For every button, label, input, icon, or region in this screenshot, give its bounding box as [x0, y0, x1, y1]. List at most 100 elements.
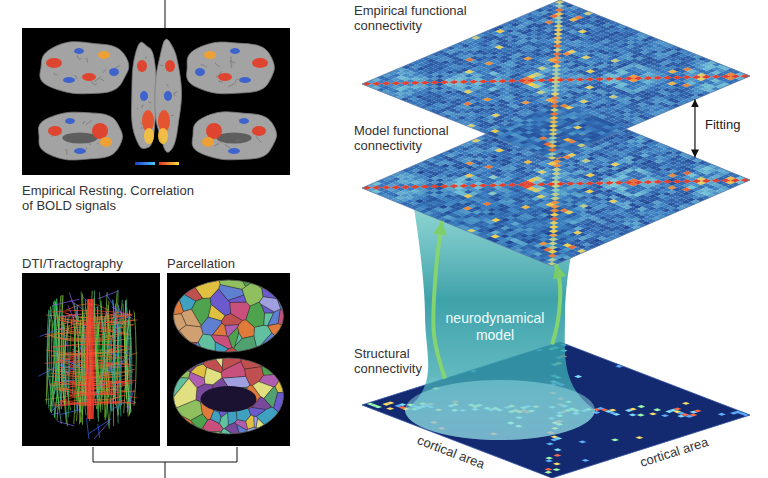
parcel [261, 443, 290, 446]
fiber [125, 300, 130, 427]
parcel [167, 367, 182, 373]
activation-blob [202, 137, 214, 147]
brain-sulcus [219, 71, 221, 74]
parcel [278, 309, 290, 328]
parcel [255, 428, 265, 440]
parcel [176, 367, 190, 378]
parcel [225, 325, 239, 337]
parcel [213, 323, 227, 336]
parcel [167, 285, 183, 303]
parcel [274, 393, 290, 416]
parcel [167, 340, 189, 354]
brain-sulcus [160, 65, 163, 66]
brain-sulcus [145, 57, 147, 58]
brain-sulcus [137, 108, 139, 110]
brain-maps [22, 28, 290, 175]
fiber [89, 419, 111, 434]
parcel [261, 443, 290, 446]
fiber [39, 329, 59, 337]
parcel [262, 354, 290, 375]
parcel [264, 313, 274, 326]
fiber [98, 289, 123, 299]
parcel [262, 435, 286, 444]
fiber [82, 310, 84, 424]
parcel [251, 437, 261, 446]
parcel [254, 347, 286, 366]
activation-blob [98, 51, 110, 59]
activation-blob [100, 137, 112, 147]
parcel [183, 428, 200, 446]
parcel [253, 273, 268, 289]
activation-blob [239, 118, 249, 124]
activation-blob [165, 60, 175, 72]
parcel [191, 298, 211, 326]
activation-blob [144, 128, 154, 144]
parcel [246, 415, 254, 429]
activation-blob [228, 148, 240, 154]
fiber [50, 419, 56, 445]
parcel [268, 309, 281, 325]
brain-sulcus [230, 57, 232, 63]
parcel [228, 327, 239, 348]
brain-sulcus [149, 102, 151, 103]
brain-sulcus [74, 75, 77, 79]
fiber [88, 299, 89, 419]
parcel [211, 335, 232, 349]
activation-blob [48, 126, 62, 136]
fiber [87, 299, 89, 419]
parcel [210, 289, 230, 316]
fiber [69, 293, 78, 320]
brain-sulcus [100, 79, 104, 81]
parcel [255, 428, 265, 440]
brain-sulcus [83, 122, 86, 125]
color-bar [159, 162, 179, 165]
parcel [261, 304, 275, 313]
fiber [73, 317, 77, 410]
parcel [251, 437, 261, 446]
activation-blob [74, 48, 84, 54]
parcel [238, 436, 253, 446]
parcel [167, 273, 190, 288]
parcel [209, 432, 222, 446]
parcel [259, 430, 269, 444]
brain-sulcus [219, 81, 223, 83]
fiber [51, 307, 56, 390]
brain-midline [62, 133, 97, 144]
brain-midline [216, 133, 251, 144]
brain-sulcus [173, 93, 175, 95]
parcel [225, 325, 239, 337]
parcel [181, 309, 201, 327]
cortex-parcels [167, 273, 290, 446]
brain-sulcus [229, 83, 236, 86]
brain-surface [192, 112, 276, 160]
node-label: DTI/Tractography [22, 256, 160, 271]
parcel [167, 378, 197, 410]
parcel [167, 418, 185, 446]
parcel [176, 342, 196, 357]
parcel [179, 293, 196, 311]
activation-blob [230, 48, 240, 54]
activation-blob [137, 60, 147, 72]
parcel [183, 428, 200, 446]
fiber [87, 418, 90, 444]
fiber [93, 299, 94, 419]
activation-blob [239, 77, 251, 83]
image-panel [22, 273, 160, 446]
brain-sulcus [231, 132, 232, 134]
color-bar [135, 162, 155, 165]
parcel [210, 411, 220, 424]
parcel [267, 273, 279, 285]
brain-surface [131, 42, 156, 148]
activation-blob [204, 51, 216, 59]
parcel [167, 285, 183, 303]
parcel [182, 278, 203, 301]
parcel [219, 284, 244, 300]
activation-blob [82, 73, 96, 81]
parcel [277, 289, 290, 312]
connector-arrow [694, 99, 695, 157]
fiber [64, 315, 69, 426]
activation-blob [109, 68, 119, 76]
parcel [268, 309, 281, 325]
brain-sulcus [97, 143, 99, 144]
